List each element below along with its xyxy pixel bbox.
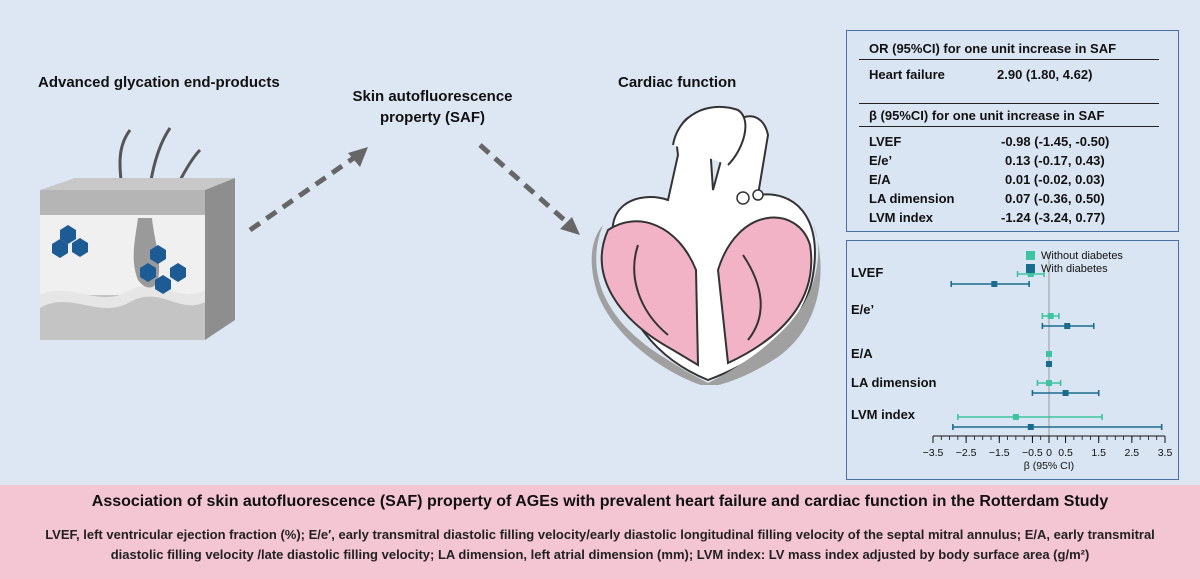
x-tick-label: 3.5 (1158, 447, 1173, 459)
ages-heading: Advanced glycation end-products (38, 74, 280, 91)
beta-row-label: E/e’ (869, 153, 893, 168)
point-estimate (1046, 361, 1052, 367)
beta-row-label: LA dimension (869, 191, 955, 206)
point-estimate (1027, 271, 1034, 277)
or-header-rule (859, 59, 1159, 60)
x-tick-label: −0.5 (1022, 447, 1043, 459)
dashed-arrows (248, 143, 580, 235)
or-row-value: 2.90 (1.80, 4.62) (997, 67, 1093, 82)
category-label: LA dimension (851, 375, 937, 390)
footer-abbreviations: LVEF, left ventricular ejection fraction… (45, 527, 1155, 562)
beta-row-value: 0.13 (-0.17, 0.43) (1005, 153, 1105, 168)
beta-row-value: -1.24 (-3.24, 0.77) (1001, 210, 1106, 225)
footer-title: Association of skin autofluorescence (SA… (91, 493, 1109, 510)
point-estimate (991, 281, 998, 287)
point-estimate (1046, 351, 1052, 357)
arrow-down-icon (560, 217, 580, 235)
x-tick-label: −2.5 (956, 447, 977, 459)
legend-swatch (1026, 264, 1035, 273)
beta-row-value: 0.07 (-0.36, 0.50) (1005, 191, 1105, 206)
x-tick-label: 1.5 (1091, 447, 1106, 459)
legend-label: Without diabetes (1041, 250, 1123, 262)
point-estimate (1047, 313, 1054, 319)
point-estimate (1062, 390, 1069, 396)
legend-swatch (1026, 251, 1035, 260)
point-estimate (1012, 414, 1019, 420)
x-tick-label: 0 (1046, 447, 1052, 459)
beta-row-label: E/A (869, 172, 891, 187)
x-tick-label: −1.5 (989, 447, 1010, 459)
beta-top-rule (859, 103, 1159, 104)
or-row-label: Heart failure (869, 67, 945, 82)
x-tick-label: −3.5 (923, 447, 944, 459)
beta-header-rule (859, 126, 1159, 127)
beta-row-label: LVEF (869, 134, 902, 149)
cardiac-heading: Cardiac function (618, 74, 737, 91)
or-header: OR (95%CI) for one unit increase in SAF (869, 41, 1117, 56)
arrow-up-icon (348, 147, 368, 167)
x-tick-label: 0.5 (1058, 447, 1073, 459)
skin-illustration (40, 127, 235, 340)
x-tick-label: 2.5 (1125, 447, 1140, 459)
results-table: OR (95%CI) for one unit increase in SAF … (846, 30, 1179, 232)
category-label: E/A (851, 346, 873, 361)
category-label: E/e’ (851, 302, 874, 317)
saf-heading: Skin autofluorescence property (SAF) (345, 86, 520, 128)
footer-banner: Association of skin autofluorescence (SA… (0, 485, 1200, 579)
heart-illustration (591, 105, 821, 385)
beta-row-label: LVM index (869, 210, 934, 225)
saf-heading-line1: Skin autofluorescence (352, 88, 513, 105)
point-estimate (1027, 424, 1034, 430)
point-estimate (1046, 380, 1052, 386)
legend-label: With diabetes (1041, 263, 1108, 275)
point-estimate (1064, 323, 1071, 329)
beta-row-value: 0.01 (-0.02, 0.03) (1005, 172, 1105, 187)
category-label: LVM index (851, 407, 916, 422)
x-axis-title: β (95% CI) (1024, 460, 1074, 472)
saf-heading-line2: property (SAF) (380, 109, 485, 126)
beta-row-value: -0.98 (-1.45, -0.50) (1001, 134, 1110, 149)
beta-header: β (95%CI) for one unit increase in SAF (869, 108, 1105, 123)
category-label: LVEF (851, 265, 883, 280)
